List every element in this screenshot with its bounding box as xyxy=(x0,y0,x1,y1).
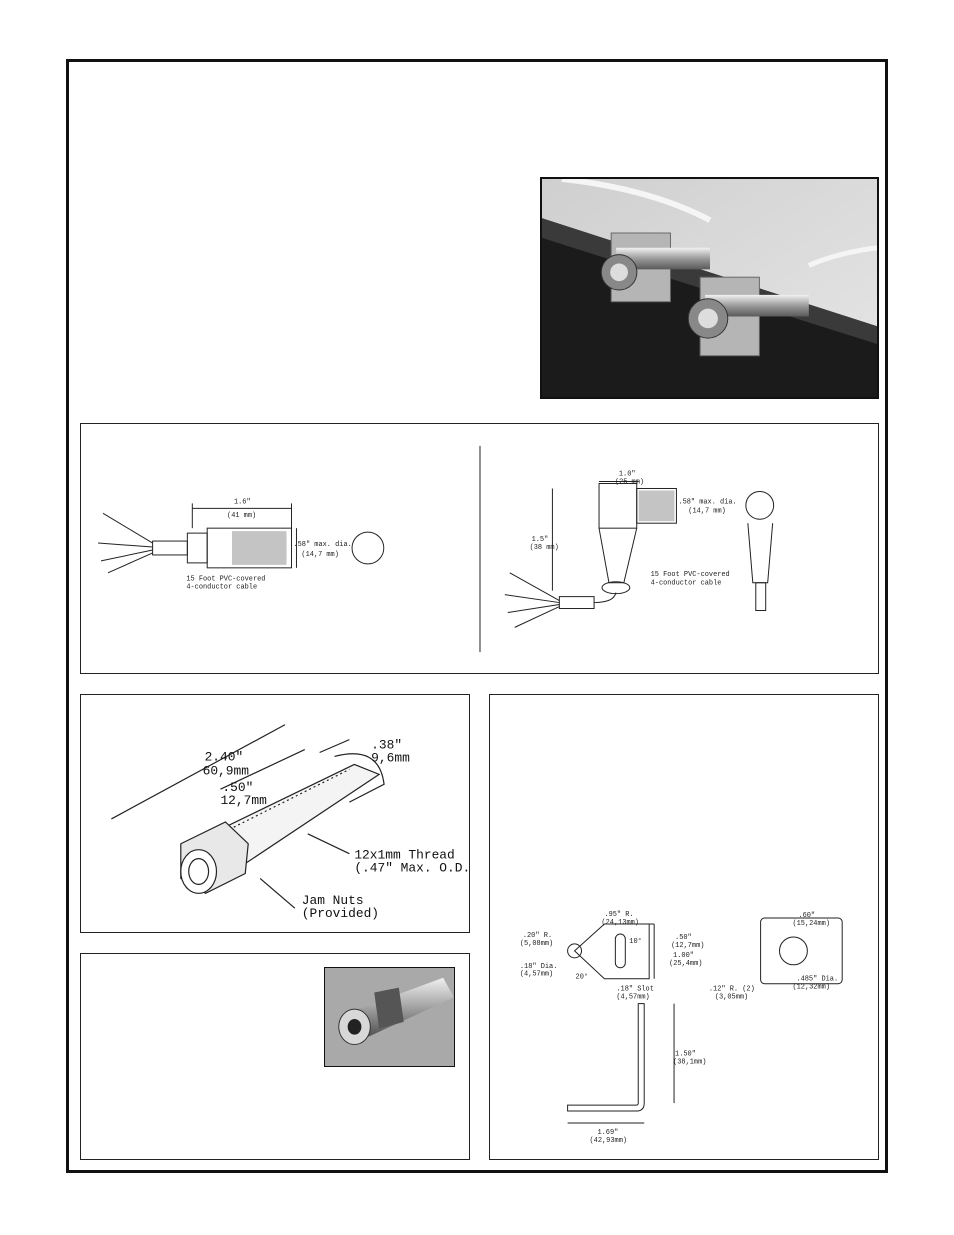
bracket-slot-mm: (4,57mm) xyxy=(616,994,649,1002)
bracket-d150: 1.50" xyxy=(675,1050,696,1058)
bracket-angle10: 10° xyxy=(629,937,642,946)
jam-nuts-line1: Jam Nuts xyxy=(302,893,364,908)
straight-length-mm: (41 mm) xyxy=(227,512,256,520)
straight-dia-in: .58" max. dia. xyxy=(293,541,351,549)
straight-cable-line1: 15 Foot PVC-covered xyxy=(186,576,265,584)
jam-nuts-line2: (Provided) xyxy=(302,906,379,921)
bracket-angle20: 20° xyxy=(576,973,589,982)
connector-drawings-panel: 1.6" (41 mm) .58" max. dia. (14,7 mm) 15… xyxy=(80,423,879,674)
ra-height-in: 1.5" xyxy=(532,536,549,544)
bracket-d60: .60" xyxy=(798,912,815,920)
straight-dia-mm: (14,7 mm) xyxy=(301,551,338,559)
bracket-dia485-mm: (12,32mm) xyxy=(792,984,830,992)
overall-length-in: 2.40" xyxy=(205,749,244,764)
ra-dia-mm: (14,7 mm) xyxy=(688,507,725,515)
bracket-slot: .18" Slot xyxy=(616,986,654,994)
ra-width-in: 1.0" xyxy=(619,471,636,479)
bracket-d169-mm: (42,93mm) xyxy=(589,1137,627,1145)
ra-height-mm: (38 mm) xyxy=(530,544,559,552)
sensor-dimension-drawing: 2.40" 60,9mm .50" 12,7mm .38" 9,6mm 12x1… xyxy=(80,694,470,933)
thread-length-in: .50" xyxy=(222,780,253,795)
bracket-r95: .95" R. xyxy=(604,911,633,919)
bracket-d50: .50" xyxy=(675,934,692,942)
bracket-d100: 1.00" xyxy=(673,952,694,960)
bracket-r12-mm: (3,05mm) xyxy=(715,994,748,1002)
straight-cable-line2: 4-conductor cable xyxy=(186,584,257,592)
end-length-mm: 9,6mm xyxy=(371,750,410,765)
bracket-dia18: .18" Dia. xyxy=(520,963,558,971)
bracket-dia485: .485" Dia. xyxy=(796,976,838,984)
bracket-r12: .12" R. (2) xyxy=(709,986,755,994)
sensor-bracket-photo xyxy=(540,177,879,399)
bracket-d100-mm: (25,4mm) xyxy=(669,960,702,968)
bracket-r20-mm: (5,08mm) xyxy=(520,940,553,948)
bracket-r95-mm: (24,13mm) xyxy=(601,919,639,927)
straight-length-in: 1.6" xyxy=(234,498,251,506)
bracket-d50-mm: (12,7mm) xyxy=(671,942,704,950)
bracket-r20: .20" R. xyxy=(523,932,552,940)
ra-dia-in: .58" max. dia. xyxy=(678,498,736,506)
sensor-photo xyxy=(324,967,455,1067)
thread-length-mm: 12,7mm xyxy=(220,793,267,808)
thread-spec-line2: (.47" Max. O.D.) xyxy=(354,861,469,876)
bracket-dimension-drawing: .95" R. (24,13mm) .20" R. (5,08mm) .18" … xyxy=(489,694,879,1160)
bracket-dia18-mm: (4,57mm) xyxy=(520,971,553,979)
overall-length-mm: 60,9mm xyxy=(203,763,250,778)
end-length-in: .38" xyxy=(371,738,402,753)
bracket-d150-mm: (38,1mm) xyxy=(673,1058,706,1066)
ra-cable-line2: 4-conductor cable xyxy=(651,580,722,588)
bracket-d60-mm: (15,24mm) xyxy=(792,920,830,928)
page-frame xyxy=(66,59,888,1173)
ra-width-mm: (25 mm) xyxy=(615,479,644,487)
ra-cable-line1: 15 Foot PVC-covered xyxy=(651,571,730,579)
thread-spec-line1: 12x1mm Thread xyxy=(354,848,454,863)
bracket-d169: 1.69" xyxy=(597,1129,618,1137)
